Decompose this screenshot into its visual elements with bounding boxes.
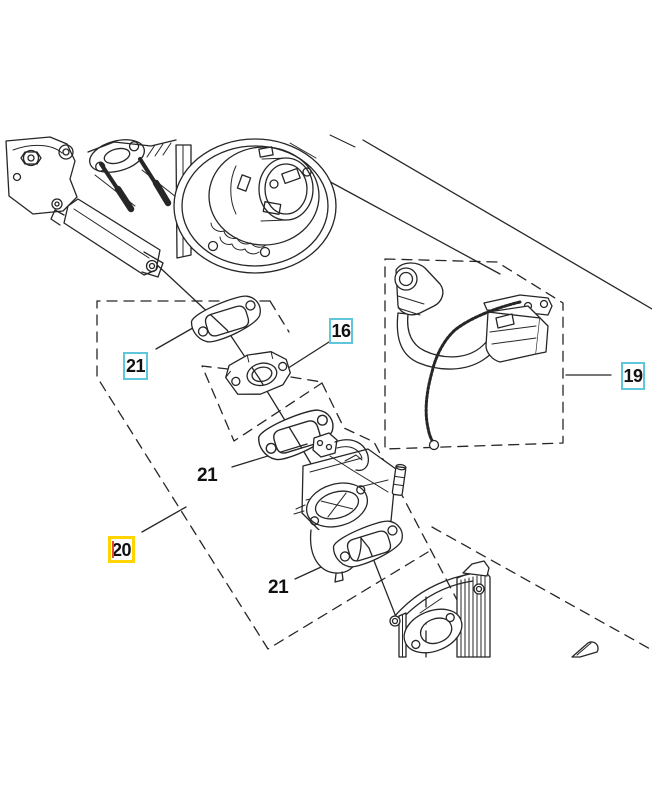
ignition-coil-drawing <box>394 262 553 451</box>
callout-part-21-middle: 21 <box>197 465 218 486</box>
projection-line-upper <box>362 139 652 310</box>
spacer-group-box-top <box>290 376 323 383</box>
projection-lines <box>311 139 652 310</box>
leader-20 <box>141 506 187 533</box>
callout-label: 19 <box>623 366 643 386</box>
callout-label: 20 <box>111 539 132 560</box>
flywheel-drawing <box>173 138 337 274</box>
mounting-studs <box>99 157 172 213</box>
carb-group-box-right <box>321 382 467 618</box>
intake-spacer-drawing <box>225 351 291 395</box>
fan-fins <box>210 222 267 255</box>
oval-flange <box>403 608 463 654</box>
heat-shield-bar <box>50 198 164 278</box>
callout-part-20-selected[interactable]: 20 <box>108 536 135 563</box>
air-filter-bracket-drawing <box>389 560 491 658</box>
callout-part-16[interactable]: 16 <box>329 318 353 344</box>
callout-leader-lines <box>141 320 612 580</box>
gasket-drawing-upper <box>187 291 267 348</box>
group-boundary-dashed-lines <box>96 258 652 658</box>
coil-block-side <box>535 317 549 355</box>
callout-part-21-upper[interactable]: 21 <box>123 352 148 380</box>
leader-16 <box>281 341 330 373</box>
gasket-group-box <box>96 300 429 650</box>
engine-assembly-drawing <box>5 134 356 278</box>
crankcase-cover <box>5 136 78 215</box>
callout-label: 16 <box>331 321 351 341</box>
projection-line-lower <box>311 171 501 275</box>
ignition-coil-group-box <box>384 258 564 450</box>
callout-part-21-lower: 21 <box>268 577 289 598</box>
callout-part-19[interactable]: 19 <box>621 362 645 390</box>
choke-lever-drawing <box>571 641 599 658</box>
airfilter-group-box-top <box>431 526 652 651</box>
intake-flange <box>89 139 145 173</box>
spacer-group-box <box>201 365 323 442</box>
gasket-group-box-corner <box>269 300 290 333</box>
assembly-axis-line <box>154 262 408 646</box>
selection-marker <box>112 541 114 558</box>
kill-wire <box>424 300 522 444</box>
callout-label: 21 <box>125 356 146 376</box>
